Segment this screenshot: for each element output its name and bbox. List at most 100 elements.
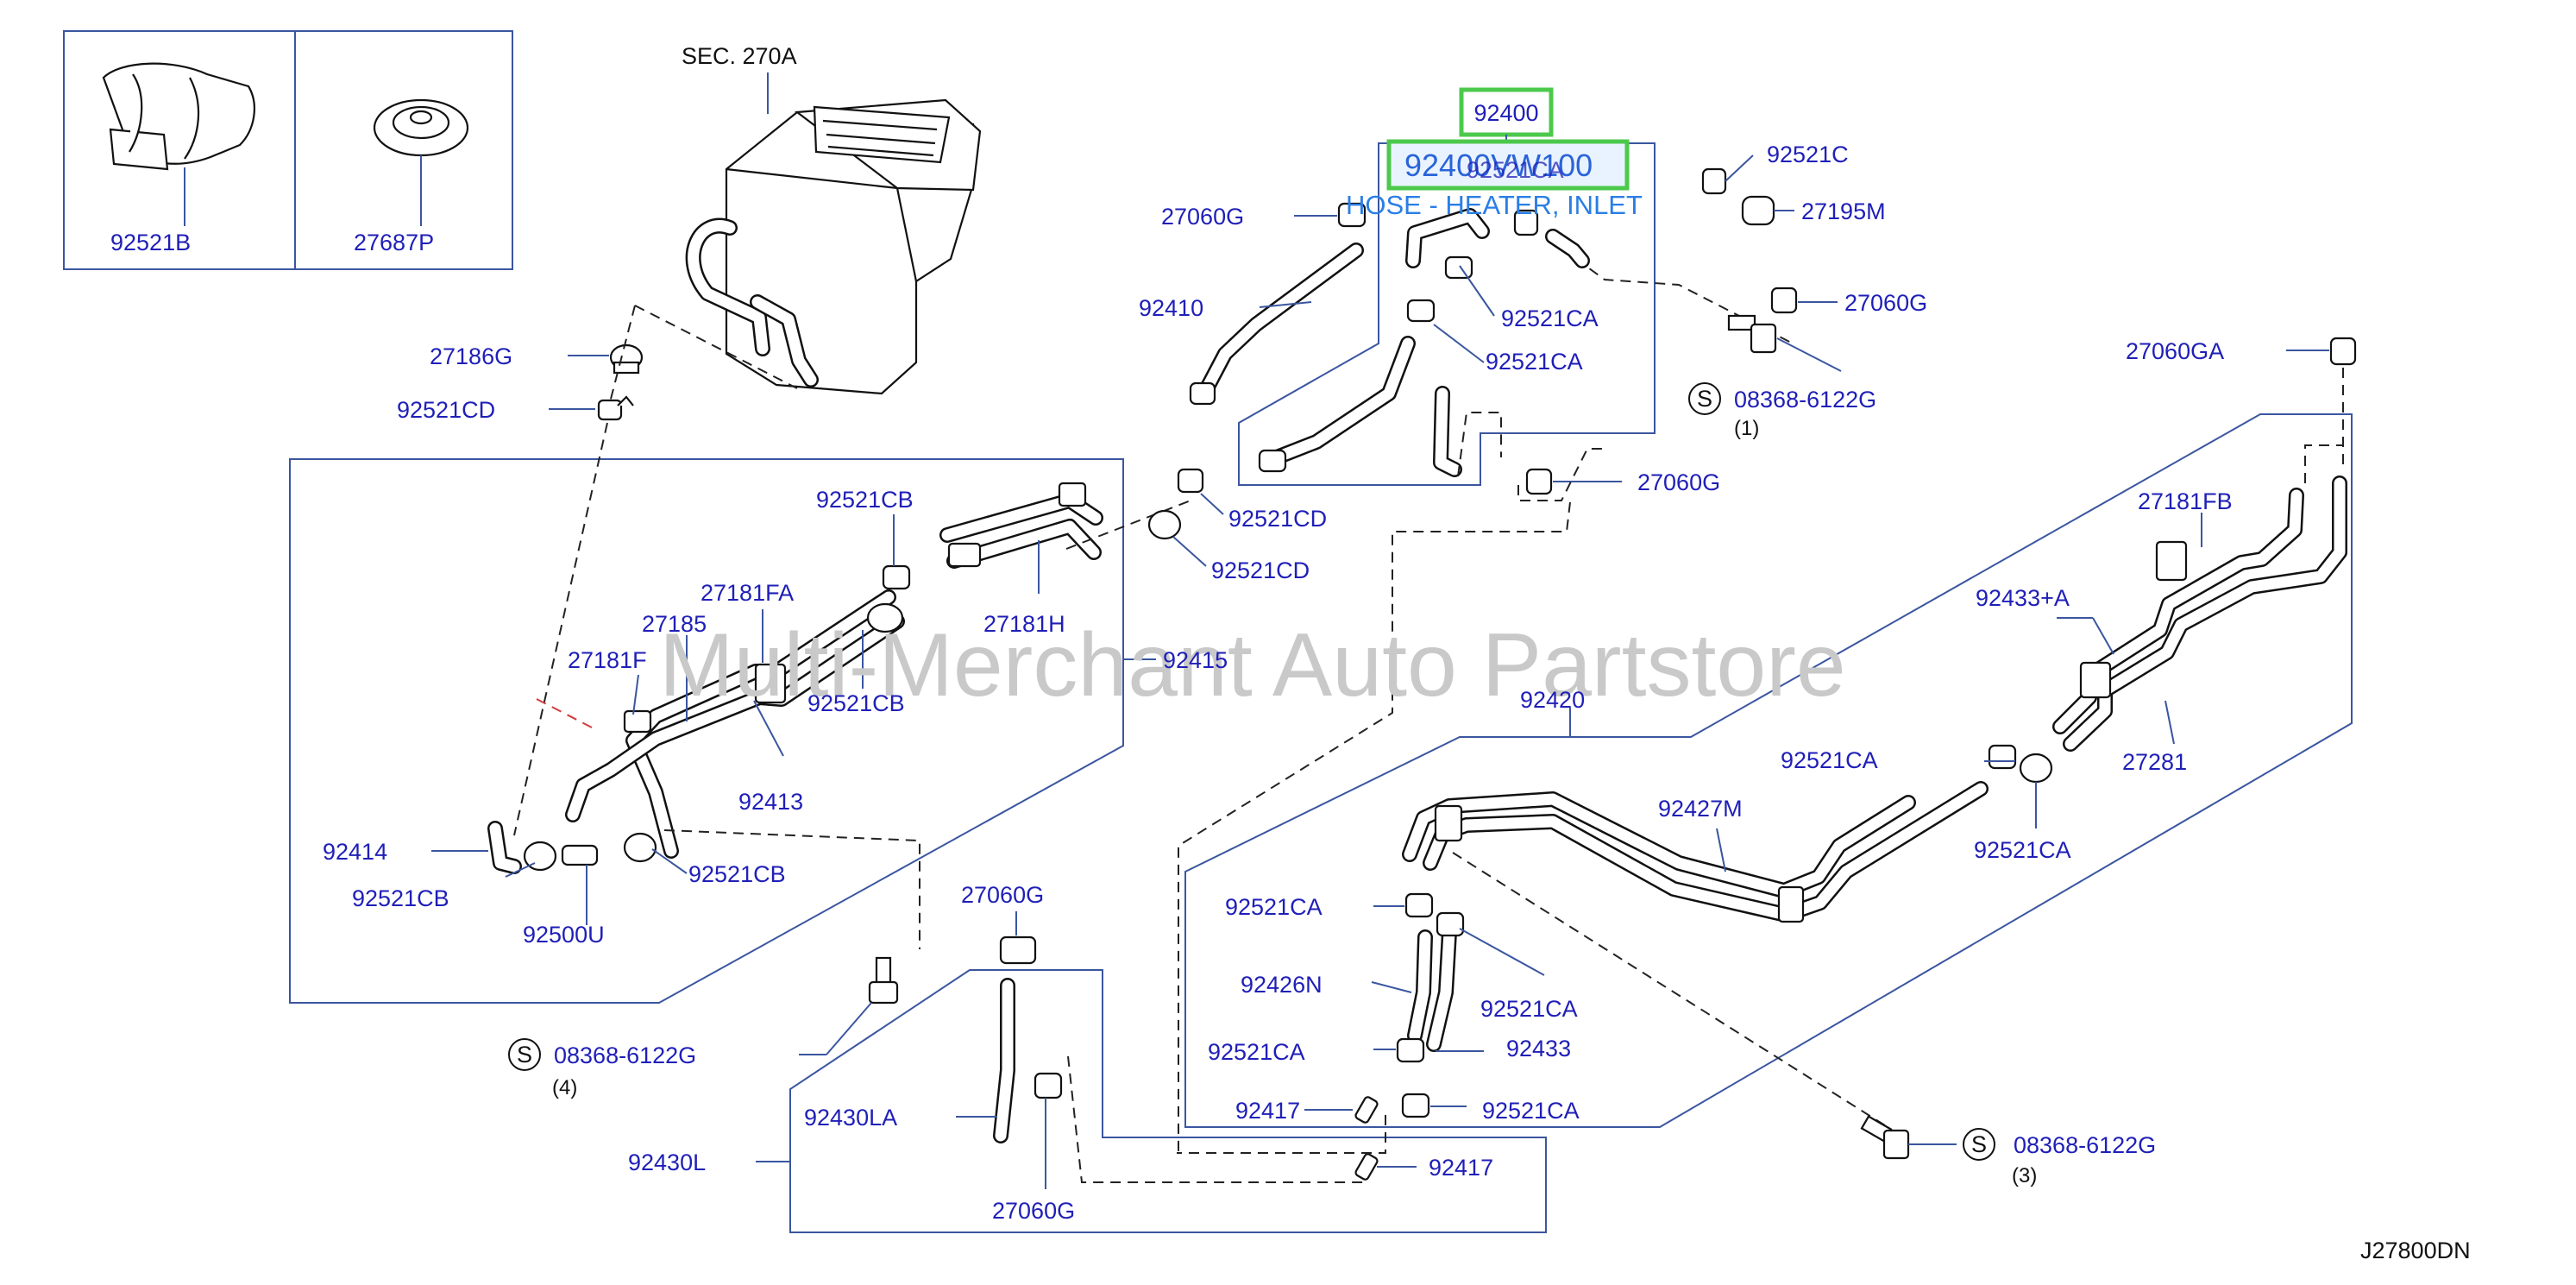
label-92427M[interactable]: 92427M	[1658, 796, 1743, 822]
frame-heater-hose	[1238, 142, 1656, 486]
label-92521CD-a[interactable]: 92521CD	[397, 397, 495, 423]
label-92413[interactable]: 92413	[738, 789, 803, 815]
highlight-ref-box[interactable]	[1459, 87, 1554, 137]
label-27185[interactable]: 27185	[642, 611, 707, 637]
label-92433A[interactable]: 92433+A	[1976, 585, 2070, 611]
label-92410[interactable]: 92410	[1139, 295, 1203, 321]
hose-assembly-92420	[1402, 781, 1989, 923]
label-08368-4[interactable]: 08368-6122G	[554, 1042, 696, 1068]
clip-92521CB-d	[623, 832, 657, 863]
qty-08368-3: (3)	[2012, 1164, 2037, 1187]
label-92417-a[interactable]: 92417	[1235, 1098, 1300, 1124]
label-27186G[interactable]: 27186G	[430, 343, 512, 369]
highlight-part-number[interactable]: 92400VW100	[1404, 148, 1593, 183]
plug-92417-a	[1354, 1096, 1379, 1124]
clip-92521CA-c	[1406, 299, 1436, 323]
label-92521CA-d[interactable]: 92521CA	[1781, 747, 1878, 773]
hose-assembly-92433A	[2052, 476, 2347, 752]
clip-92521CD-b	[1177, 468, 1204, 494]
frame-92415	[289, 458, 1124, 1004]
label-27060G-a[interactable]: 27060G	[1161, 204, 1244, 230]
highlight-ref[interactable]: 92400	[1473, 100, 1538, 126]
highlight-part-number-box[interactable]	[1386, 139, 1630, 191]
clip-92521CA-b	[1444, 255, 1473, 280]
label-92521CA-i[interactable]: 92521CA	[1482, 1098, 1580, 1124]
clip-27060G-b	[1770, 287, 1798, 314]
label-92521CA-h[interactable]: 92521CA	[1208, 1039, 1305, 1065]
bolt-08368-4	[868, 956, 899, 1005]
label-27060GA[interactable]: 27060GA	[2126, 338, 2224, 364]
hose-27195M	[1741, 195, 1775, 226]
hose-92433	[1426, 924, 1457, 1052]
heater-unit	[685, 98, 982, 395]
clip-92521CB-b	[866, 602, 904, 633]
label-92415[interactable]: 92415	[1163, 647, 1228, 673]
clip-27060G-c	[1525, 468, 1553, 495]
label-92521CA-c[interactable]: 92521CA	[1486, 349, 1583, 375]
label-27181H[interactable]: 27181H	[983, 611, 1065, 637]
qty-08368-1: (1)	[1734, 417, 1759, 440]
label-27060G-e[interactable]: 27060G	[992, 1198, 1075, 1224]
label-92430L[interactable]: 92430L	[628, 1150, 706, 1175]
label-92433[interactable]: 92433	[1506, 1036, 1571, 1061]
hose-heater-inlet-92400	[1258, 208, 1502, 477]
label-27181FB[interactable]: 27181FB	[2138, 488, 2233, 514]
clamp-92521B	[102, 62, 255, 171]
svg-text:S: S	[1697, 386, 1712, 412]
plug-27186G	[609, 343, 644, 375]
label-92521CA-f[interactable]: 92521CA	[1225, 894, 1323, 920]
hose-92430LA	[993, 978, 1015, 1143]
label-27181FA[interactable]: 27181FA	[701, 580, 794, 606]
grommet-27687P	[373, 98, 469, 157]
label-92521CB-d[interactable]: 92521CB	[688, 861, 786, 887]
qty-08368-4: (4)	[552, 1076, 577, 1099]
label-27195M[interactable]: 27195M	[1801, 198, 1886, 224]
diagram-code: J27800DN	[2360, 1238, 2471, 1263]
label-92521CD-b[interactable]: 92521CD	[1228, 506, 1327, 532]
s-symbol-3: S	[1963, 1128, 1995, 1161]
label-27281[interactable]: 27281	[2122, 749, 2187, 775]
label-92521B[interactable]: 92521B	[110, 230, 191, 255]
label-27060G-c[interactable]: 27060G	[1637, 469, 1720, 495]
clip-92521CD-c	[1147, 509, 1182, 540]
clip-27060G-a	[1337, 202, 1367, 228]
label-27060G-d[interactable]: 27060G	[961, 882, 1044, 908]
label-27687P[interactable]: 27687P	[354, 230, 434, 255]
highlight-part[interactable]: 92400 92400VW100 92521CA HOSE - HEATER, …	[1346, 87, 1643, 220]
hose-92410	[1189, 243, 1364, 406]
label-92521CB-c[interactable]: 92521CB	[352, 885, 449, 911]
label-92420[interactable]: 92420	[1520, 687, 1585, 713]
label-92426N[interactable]: 92426N	[1241, 972, 1323, 998]
clip-27060G-d	[999, 935, 1037, 965]
frame-92430L	[789, 969, 1547, 1233]
label-92521CA-a[interactable]: 92521CA	[1467, 157, 1564, 183]
plug-92417-b	[1354, 1153, 1379, 1181]
label-92521CA-e[interactable]: 92521CA	[1974, 837, 2071, 863]
label-92521CD-c[interactable]: 92521CD	[1211, 557, 1310, 583]
label-92430LA[interactable]: 92430LA	[804, 1105, 897, 1131]
clip-92521CA-a	[1513, 209, 1539, 236]
label-92521C[interactable]: 92521C	[1767, 142, 1849, 167]
clip-27060G-e	[1034, 1072, 1063, 1099]
svg-text:S: S	[1971, 1131, 1987, 1157]
label-08368-3[interactable]: 08368-6122G	[2014, 1132, 2156, 1158]
label-92417-b[interactable]: 92417	[1429, 1155, 1493, 1181]
label-27060G-b[interactable]: 27060G	[1844, 290, 1927, 316]
label-92521CB-a[interactable]: 92521CB	[816, 487, 914, 513]
clip-92521CB-a	[882, 564, 911, 590]
highlight-description: HOSE - HEATER, INLET	[1346, 190, 1643, 220]
label-27181F[interactable]: 27181F	[568, 647, 647, 673]
label-92500U[interactable]: 92500U	[523, 922, 605, 948]
joint-92500U	[561, 844, 599, 866]
label-92521CA-b[interactable]: 92521CA	[1501, 306, 1599, 331]
label-92521CA-g[interactable]: 92521CA	[1480, 996, 1578, 1022]
label-92414[interactable]: 92414	[323, 839, 387, 865]
hose-assembly-92415	[565, 482, 1103, 859]
clip-27060GA	[2329, 337, 2357, 366]
label-92521CB-b[interactable]: 92521CB	[807, 690, 905, 716]
label-08368-1[interactable]: 08368-6122G	[1734, 387, 1876, 413]
watermark-text: Multi-Merchant Auto Partstore	[659, 615, 1846, 715]
clip-92521CA-e	[2019, 753, 2053, 784]
